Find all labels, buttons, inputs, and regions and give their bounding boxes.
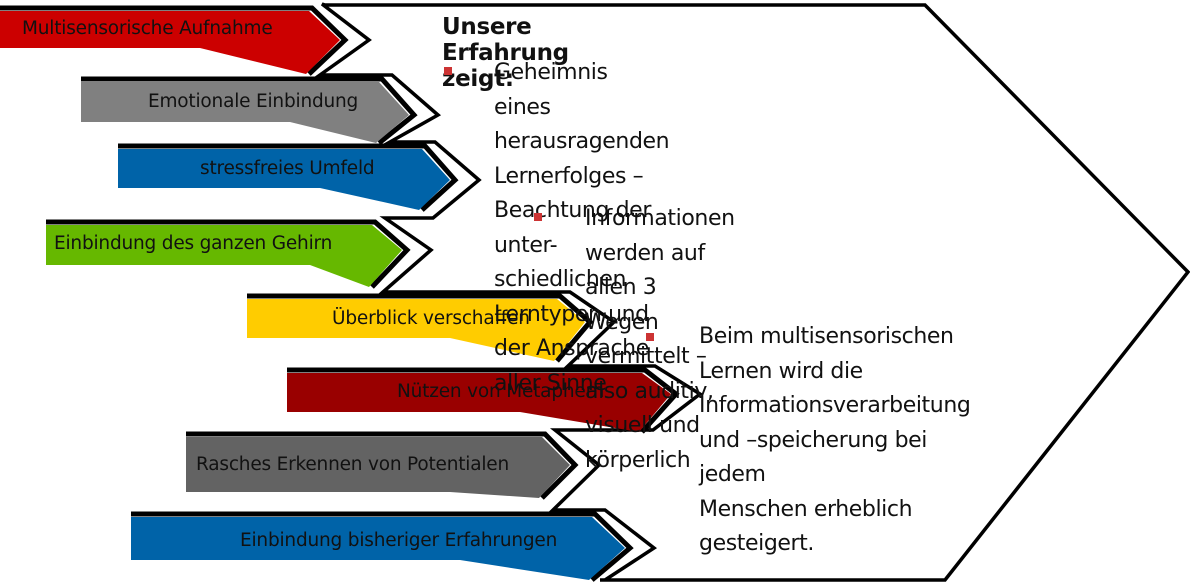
bullet-2-line: körperlich (585, 447, 691, 473)
arrow-shape (81, 82, 409, 143)
arrow-shape (247, 299, 585, 361)
arrow-shape (0, 11, 340, 74)
arrow-outline (247, 293, 594, 363)
arrow-shape (131, 517, 625, 580)
arrow-label: Emotionale Einbindung (148, 91, 359, 112)
bullet-2: Informationen werden auf allen 3 Wegen v… (585, 202, 735, 478)
arrow-label: Einbindung bisheriger Erfahrungen (240, 530, 558, 551)
arrow-label: Einbindung des ganzen Gehirn (54, 233, 333, 254)
arrow-label: Überblick verschaffen (332, 308, 530, 329)
arrow-item-4 (46, 219, 411, 289)
bullet-3-line: gesteigert. (699, 531, 814, 556)
arrow-item-1 (0, 5, 349, 76)
bullet-3-line: Informationsverarbeitung (699, 393, 971, 418)
arrow-outline (0, 5, 349, 76)
arrow-outline (186, 431, 579, 500)
arrow-outline (81, 76, 418, 145)
bullet-3-line: Lernen wird die (699, 358, 863, 384)
arrow-label: Nützen von Metaphern (397, 381, 605, 402)
main-arrow-shape (314, 2, 1190, 582)
arrow-label: Rasches Erkennen von Potentialen (196, 454, 510, 475)
arrow-item-6 (287, 367, 680, 434)
arrow-outline (131, 511, 634, 582)
bullet-3-line: Menschen erheblich (699, 496, 913, 522)
arrow-item-2 (81, 76, 418, 145)
bullet-3: Beim multisensorischen Lernen wird die I… (699, 320, 971, 562)
arrow-item-8 (131, 511, 634, 582)
arrow-label: stressfreies Umfeld (200, 158, 375, 179)
arrow-outline (46, 219, 411, 289)
arrow-label: Multisensorische Aufnahme (22, 18, 273, 39)
bullet-3-line: Beim multisensorischen (699, 324, 954, 349)
bullet-1-line: schiedlichen Lerntypen und der Ansprache (494, 267, 649, 361)
bullet-1-line: aller Sinne (494, 370, 607, 396)
bullet-square-icon (534, 213, 542, 221)
arrow-outline (287, 367, 680, 434)
bullet-1-line: Geheimnis eines herausragenden (494, 60, 670, 154)
arrow-shape (287, 373, 671, 432)
bullet-1: Geheimnis eines herausragenden Lernerfol… (494, 56, 670, 401)
bullet-2-line: vermittelt – also auditiv, visuell und (585, 344, 714, 438)
bullet-square-icon (444, 67, 452, 75)
arrow-shape (186, 437, 570, 498)
bullet-2-line: Informationen werden auf allen 3 Wegen (585, 206, 735, 335)
arrow-shape (46, 225, 402, 287)
arrow-outline (118, 143, 459, 212)
arrow-item-7 (186, 431, 579, 500)
bullet-square-icon (646, 333, 654, 341)
content-heading: Unsere Erfahrung zeigt: (442, 14, 569, 92)
arrow-item-5 (247, 293, 594, 363)
bullet-3-line: und –speicherung bei jedem (699, 427, 927, 488)
arrow-item-3 (118, 143, 459, 212)
arrow-shape (118, 149, 450, 210)
bullet-1-line: Lernerfolges – Beachtung der unter- (494, 163, 651, 258)
